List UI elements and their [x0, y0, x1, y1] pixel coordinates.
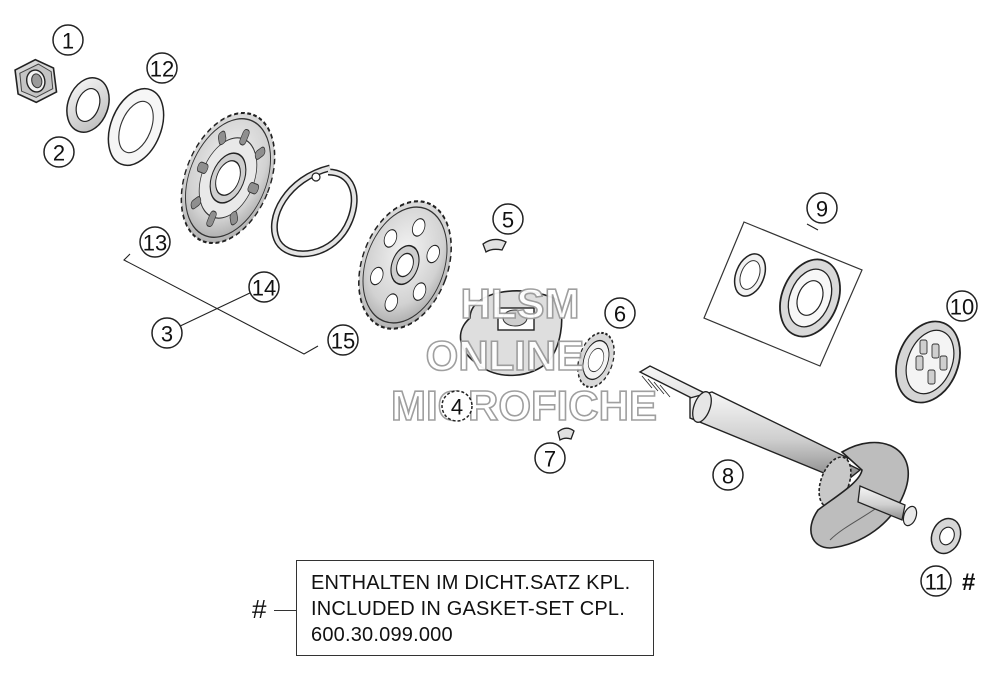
bushing-part: [930, 517, 962, 555]
svg-text:1: 1: [62, 29, 74, 54]
callout-4: 4: [441, 390, 473, 422]
group-leader-lines: [123, 223, 819, 355]
svg-text:3: 3: [161, 322, 173, 347]
svg-text:5: 5: [502, 208, 514, 233]
woodruff-key-upper-part: [482, 238, 507, 253]
small-gear-part: [358, 200, 452, 330]
legend-marker: #: [252, 594, 267, 624]
roller-bearing-part: [895, 320, 961, 404]
legend-line-german: ENTHALTEN IM DICHT.SATZ KPL.: [311, 572, 631, 594]
svg-text:11: 11: [925, 570, 948, 595]
callout-13: 13: [139, 226, 171, 258]
bearing-group-box: [703, 221, 863, 367]
callout-7: 7: [534, 442, 566, 474]
legend-line-part-number: 600.30.099.000: [311, 624, 453, 646]
callout-labels: 1 12 2 13 14 3 15 5 6 4 7 8 9 10 11: [43, 24, 978, 597]
callout-3: 3: [151, 317, 183, 349]
svg-text:12: 12: [150, 57, 174, 82]
callout-10: 10: [946, 290, 978, 322]
circlip-part: [270, 164, 358, 258]
legend-line-english: INCLUDED IN GASKET-SET CPL.: [311, 598, 625, 620]
legend-connector-line: [274, 610, 296, 611]
callout-2: 2: [43, 136, 75, 168]
svg-text:15: 15: [331, 329, 355, 354]
callout-15: 15: [327, 324, 359, 356]
large-gear-part: [180, 111, 276, 245]
watermark-line-1: HLSM: [461, 280, 580, 327]
balancer-weight-part: [459, 290, 563, 377]
callout-11: 11: [920, 565, 952, 597]
watermark-line-2: ONLINE: [426, 332, 585, 379]
svg-text:6: 6: [614, 302, 626, 327]
svg-text:14: 14: [252, 276, 276, 301]
hex-nut-part: [14, 58, 58, 104]
svg-text:8: 8: [722, 464, 734, 489]
callout-11-gasket-marker: #: [962, 569, 975, 596]
balancer-shaft-part: [638, 365, 918, 549]
svg-text:10: 10: [950, 295, 974, 320]
needle-bearing-small-part: [577, 331, 615, 389]
watermark: HLSM ONLINE MICROFICHE: [390, 279, 658, 430]
callout-14: 14: [248, 271, 280, 303]
svg-text:2: 2: [53, 141, 65, 166]
svg-text:9: 9: [816, 197, 828, 222]
washer-part: [66, 77, 110, 133]
callout-6: 6: [604, 297, 636, 329]
shim-disc-part: [107, 87, 165, 167]
svg-text:13: 13: [143, 231, 167, 256]
callout-8: 8: [712, 459, 744, 491]
watermark-line-3: MICROFICHE: [391, 382, 657, 429]
callout-5: 5: [492, 203, 524, 235]
callout-1: 1: [52, 24, 84, 56]
callout-12: 12: [146, 52, 178, 84]
svg-text:7: 7: [544, 447, 556, 472]
callout-9: 9: [806, 192, 838, 224]
svg-text:4: 4: [451, 395, 463, 420]
woodruff-key-lower-part: [557, 427, 575, 442]
legend-box: ENTHALTEN IM DICHT.SATZ KPL. INCLUDED IN…: [296, 560, 654, 656]
